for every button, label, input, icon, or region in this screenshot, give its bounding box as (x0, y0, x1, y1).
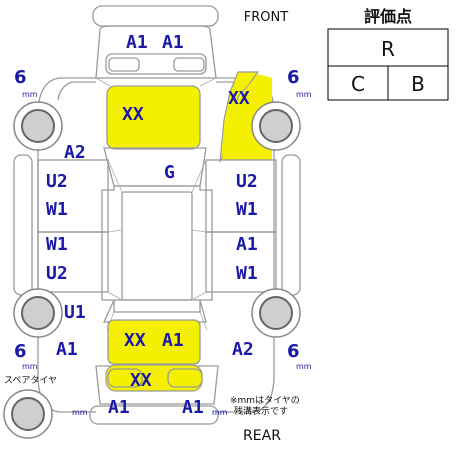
cabin-outline (101, 185, 213, 313)
right-side-skirt (281, 154, 301, 296)
rear-label: REAR (243, 428, 281, 444)
code-front-fender-left: A2 (64, 142, 86, 163)
tread-rear-left-mm: mm (22, 362, 38, 371)
tread-front-right: 6 (287, 67, 300, 88)
headlight-right (173, 57, 205, 72)
wheel-front-right (251, 101, 301, 151)
tread-rear-right-mm: mm (296, 362, 312, 371)
code-hood: XX (122, 104, 144, 125)
tail-light-right (167, 368, 203, 388)
code-rear-fender-left: A1 (56, 339, 78, 360)
spare-tread-mm: mm (72, 408, 88, 417)
grade-title: 評価点 (364, 7, 412, 26)
code-rear-bumper-right: A1 (182, 397, 204, 418)
front-bumper (92, 5, 219, 27)
code-rear-door-left-2: U2 (46, 263, 68, 284)
tread-front-left: 6 (14, 67, 27, 88)
code-front-door-left-1: U2 (46, 171, 68, 192)
rear-bumper (89, 405, 219, 425)
code-rear-door-right-2: W1 (236, 263, 258, 284)
rear-window (102, 299, 207, 323)
grille (105, 53, 207, 75)
code-rear-door-left-1: W1 (46, 234, 68, 255)
code-rear-bumper-left: A1 (108, 397, 130, 418)
code-trunk-2: A1 (162, 330, 184, 351)
front-label: FRONT (244, 10, 288, 25)
tread-front-left-mm: mm (22, 90, 38, 99)
front-bumper-frame (95, 25, 217, 79)
code-trunk-1: XX (124, 330, 146, 351)
roof (121, 191, 193, 301)
grade-exterior: B (411, 72, 425, 96)
code-front-bumper-right: A1 (162, 32, 184, 53)
code-rear-fender-right: A2 (232, 339, 254, 360)
tail-light-left (107, 368, 143, 388)
code-rear-door-right-1: A1 (236, 234, 258, 255)
code-front-door-left-2: W1 (46, 199, 68, 220)
code-front-fender-right: XX (228, 88, 250, 109)
headlight-left (108, 57, 140, 72)
code-roof: G (164, 162, 175, 183)
tread-front-right-mm: mm (296, 90, 312, 99)
wheel-rear-left (13, 288, 63, 338)
grade-box-interior (327, 65, 389, 101)
note-line-1: ※mmはタイヤの (230, 395, 300, 406)
rear-right-small-mm: mm (212, 408, 228, 417)
code-rear-wheel-left: U1 (64, 302, 86, 323)
code-front-bumper-left: A1 (126, 32, 148, 53)
left-rear-door (37, 231, 109, 293)
right-rear-door (205, 231, 277, 293)
note-line-2: 残溝表示です (234, 405, 288, 417)
tread-rear-right: 6 (287, 341, 300, 362)
wheel-front-left (13, 101, 63, 151)
tread-rear-left: 6 (14, 341, 27, 362)
code-front-door-right-2: W1 (236, 199, 258, 220)
grade-box-overall (327, 28, 449, 67)
left-side-skirt (13, 154, 33, 296)
grade-interior: C (351, 72, 365, 96)
grade-box-exterior (387, 65, 449, 101)
spare-tire-label: スペアタイヤ (4, 375, 57, 386)
code-front-door-right-1: U2 (236, 171, 258, 192)
trunk-area (107, 319, 201, 365)
grade-overall: R (381, 37, 395, 61)
wheel-rear-right (251, 288, 301, 338)
spare-tire (3, 389, 53, 439)
code-rear-panel: XX (130, 370, 152, 391)
windshield (103, 147, 207, 187)
hood-area (106, 85, 201, 150)
left-front-fender (57, 81, 96, 101)
